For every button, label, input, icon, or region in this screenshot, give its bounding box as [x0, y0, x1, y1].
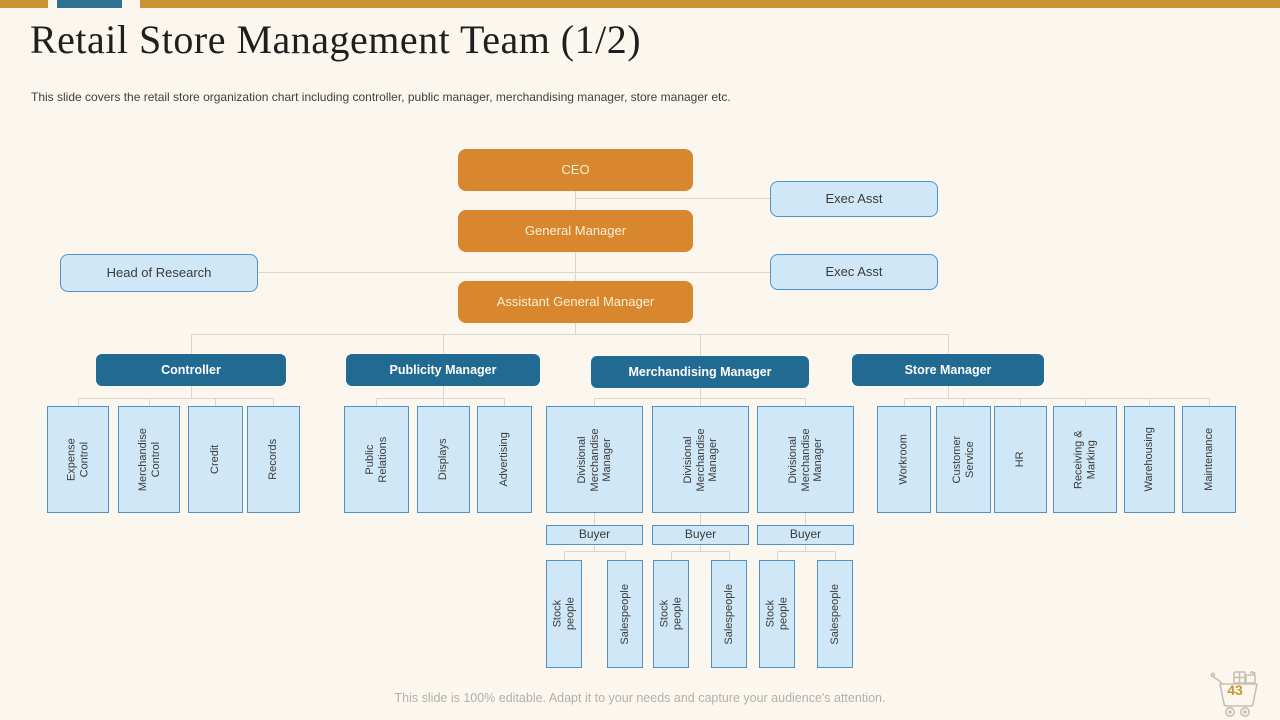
org-node-receiving-marking: Receiving & Marking — [1053, 406, 1117, 513]
org-node-publicity-manager: Publicity Manager — [346, 354, 540, 386]
top-bar-gold-left — [0, 0, 48, 8]
org-node-salespeople-1: Salespeople — [607, 560, 643, 668]
org-node-head-of-research: Head of Research — [60, 254, 258, 292]
org-node-merchandise-control: Merchandise Control — [118, 406, 180, 513]
org-node-records: Records — [247, 406, 300, 513]
org-node-salespeople-2: Salespeople — [711, 560, 747, 668]
org-node-divisional-merchandise-manager-2: Divisional Merchandise Manager — [652, 406, 749, 513]
org-node-displays: Displays — [417, 406, 470, 513]
org-node-ceo: CEO — [458, 149, 693, 191]
org-node-hr: HR — [994, 406, 1047, 513]
org-node-divisional-merchandise-manager-1: Divisional Merchandise Manager — [546, 406, 643, 513]
page-number: 43 — [1227, 682, 1243, 698]
slide-subtitle: This slide covers the retail store organ… — [31, 90, 731, 104]
org-node-buyer-2: Buyer — [652, 525, 749, 545]
org-node-merchandising-manager: Merchandising Manager — [591, 356, 809, 388]
org-node-expense-control: Expense Control — [47, 406, 109, 513]
org-node-customer-service: Customer Service — [936, 406, 991, 513]
org-node-general-manager: General Manager — [458, 210, 693, 252]
top-bar-gold-right — [140, 0, 1280, 8]
org-node-stock-people-3: Stock people — [759, 560, 795, 668]
org-node-public-relations: Public Relations — [344, 406, 409, 513]
org-node-stock-people-1: Stock people — [546, 560, 582, 668]
org-node-assistant-general-manager: Assistant General Manager — [458, 281, 693, 323]
top-bar-blue-segment — [57, 0, 122, 8]
org-node-maintenance: Maintenance — [1182, 406, 1236, 513]
org-node-advertising: Advertising — [477, 406, 532, 513]
org-node-warehousing: Warehousing — [1124, 406, 1175, 513]
org-node-salespeople-3: Salespeople — [817, 560, 853, 668]
org-node-divisional-merchandise-manager-3: Divisional Merchandise Manager — [757, 406, 854, 513]
org-node-buyer-1: Buyer — [546, 525, 643, 545]
footer-note: This slide is 100% editable. Adapt it to… — [394, 691, 886, 705]
shopping-cart-icon — [1210, 670, 1258, 717]
org-node-exec-asst-bottom: Exec Asst — [770, 254, 938, 290]
org-node-exec-asst-top: Exec Asst — [770, 181, 938, 217]
page-title: Retail Store Management Team (1/2) — [30, 17, 642, 62]
org-node-stock-people-2: Stock people — [653, 560, 689, 668]
org-node-workroom: Workroom — [877, 406, 931, 513]
org-node-store-manager: Store Manager — [852, 354, 1044, 386]
org-node-controller: Controller — [96, 354, 286, 386]
org-node-credit: Credit — [188, 406, 243, 513]
org-node-buyer-3: Buyer — [757, 525, 854, 545]
